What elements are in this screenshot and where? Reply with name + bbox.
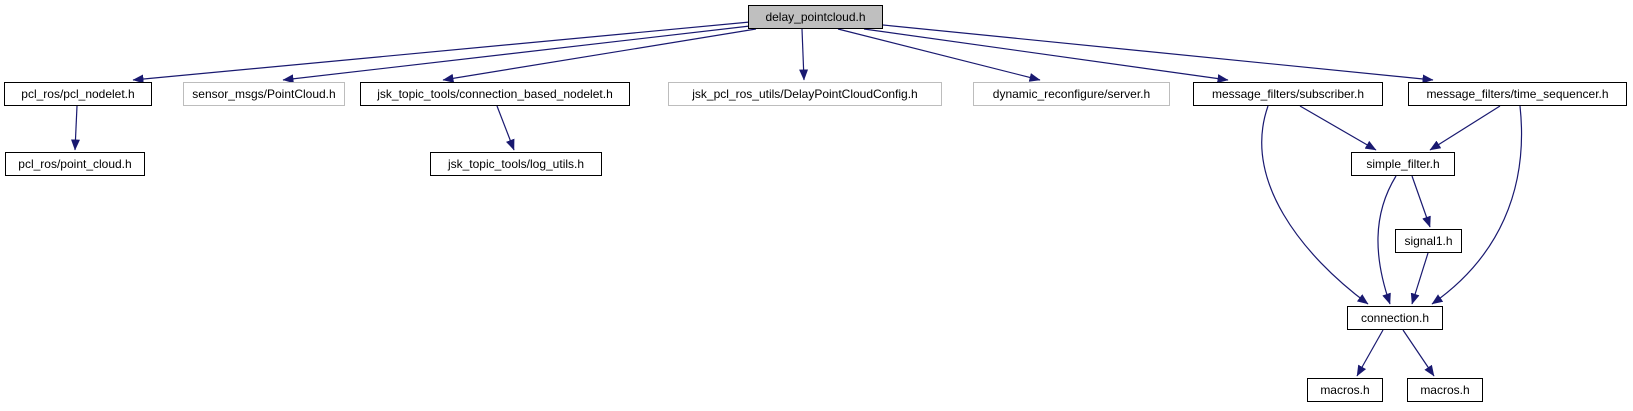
edge-delay_pointcloud-to-reconfigure_server [837,28,1041,82]
edge-delay_pointcloud-to-time_sequencer [882,24,1434,84]
graph-node-pcl_nodelet[interactable]: pcl_ros/pcl_nodelet.h [4,82,152,106]
graph-node-log_utils[interactable]: jsk_topic_tools/log_utils.h [430,152,602,176]
graph-node-macros_left[interactable]: macros.h [1307,378,1383,402]
edge-simple_filter-to-signal1 [1411,175,1431,228]
edge-subscriber-to-simple_filter [1299,105,1377,151]
edge-delay_pointcloud-to-pcl_nodelet [132,21,751,84]
graph-node-point_cloud[interactable]: pcl_ros/point_cloud.h [5,152,145,176]
graph-node-delay_pointcloud: delay_pointcloud.h [748,5,883,29]
edge-connection_based_nodelet-to-log_utils [496,105,515,151]
graph-node-signal1[interactable]: signal1.h [1395,229,1462,253]
edge-simple_filter-to-connection [1377,175,1397,305]
edge-signal1-to-connection [1410,252,1429,305]
edge-delay_pointcloud-to-delay_config [799,28,809,81]
edge-connection-to-macros_left [1356,329,1384,377]
graph-node-macros_right[interactable]: macros.h [1407,378,1483,402]
graph-node-time_sequencer[interactable]: message_filters/time_sequencer.h [1408,82,1627,106]
graph-node-reconfigure_server: dynamic_reconfigure/server.h [973,82,1170,106]
edge-connection-to-macros_right [1402,329,1435,377]
edge-time_sequencer-to-connection [1431,105,1523,305]
graph-node-delay_config: jsk_pcl_ros_utils/DelayPointCloudConfig.… [668,82,942,106]
edge-time_sequencer-to-simple_filter [1429,105,1501,151]
edge-delay_pointcloud-to-connection_based_nodelet [442,28,757,83]
edge-subscriber-to-connection [1261,105,1369,305]
graph-node-subscriber[interactable]: message_filters/subscriber.h [1193,82,1383,106]
graph-node-sensor_pointcloud: sensor_msgs/PointCloud.h [183,82,345,106]
graph-node-simple_filter[interactable]: simple_filter.h [1351,152,1455,176]
graph-node-connection_based_nodelet[interactable]: jsk_topic_tools/connection_based_nodelet… [360,82,630,106]
edge-delay_pointcloud-to-sensor_pointcloud [282,25,751,84]
edge-pcl_nodelet-to-point_cloud [70,105,80,151]
edge-delay_pointcloud-to-subscriber [863,28,1229,83]
graph-node-connection[interactable]: connection.h [1347,306,1443,330]
